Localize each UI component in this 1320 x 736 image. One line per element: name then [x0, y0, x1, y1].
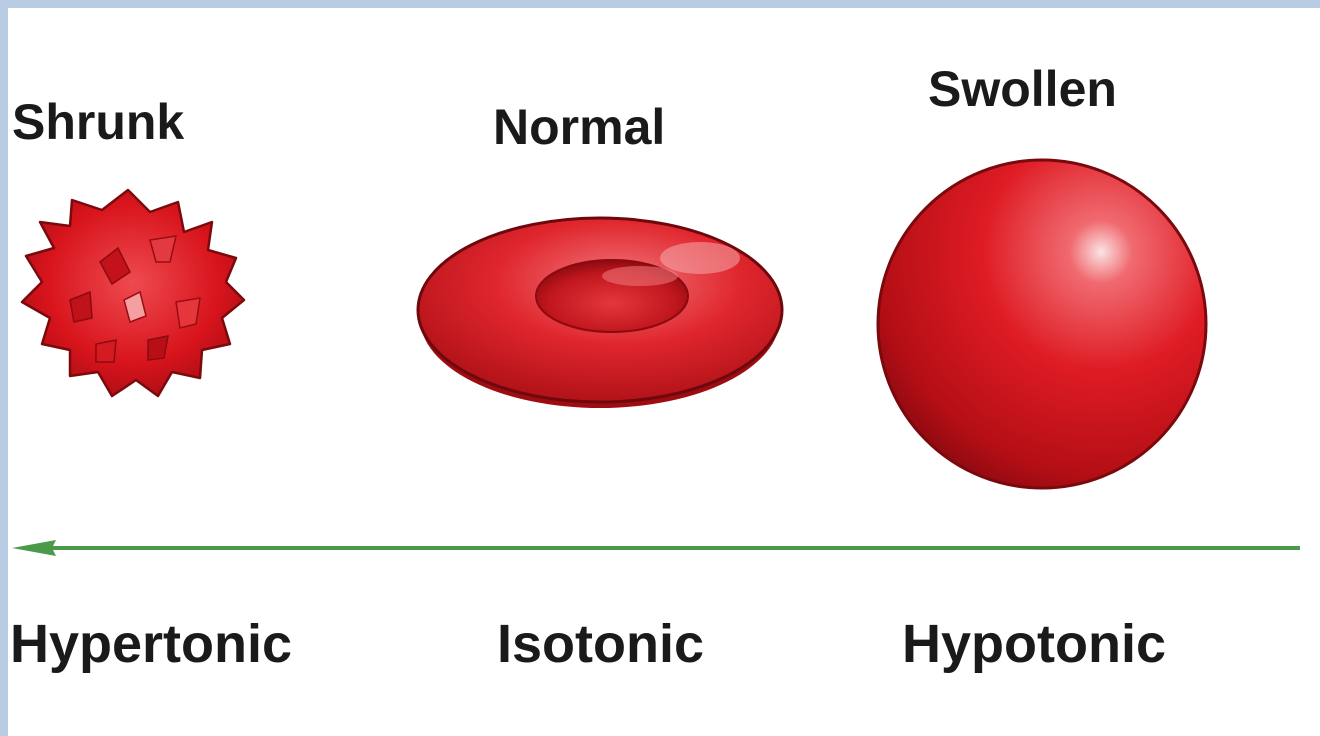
label-isotonic: Isotonic: [497, 617, 704, 671]
label-shrunk: Shrunk: [12, 97, 184, 147]
label-normal: Normal: [493, 102, 665, 152]
arrow-left-icon: [12, 540, 1300, 556]
spherical-swollen-cell-icon: [878, 160, 1206, 488]
label-swollen: Swollen: [928, 64, 1117, 114]
label-hypotonic: Hypotonic: [902, 617, 1166, 671]
biconcave-disc-cell-icon: [418, 218, 782, 408]
crenated-cell-icon: [22, 190, 244, 396]
label-hypertonic: Hypertonic: [10, 617, 292, 671]
